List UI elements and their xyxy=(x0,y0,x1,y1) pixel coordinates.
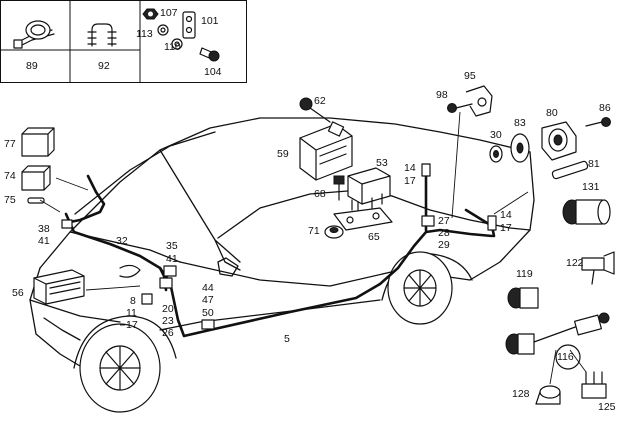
front-wheel-icon xyxy=(79,323,161,413)
label-35: 35 xyxy=(166,240,178,252)
label-38: 38 xyxy=(38,223,50,235)
label-95: 95 xyxy=(464,70,476,82)
label-86: 86 xyxy=(599,102,611,114)
label-80: 80 xyxy=(546,107,558,119)
relay-icon xyxy=(21,127,55,157)
label-92: 92 xyxy=(98,60,110,72)
label-68: 68 xyxy=(314,188,326,200)
label-110: 110 xyxy=(164,41,181,53)
label-71: 71 xyxy=(308,225,320,237)
connector-35 xyxy=(163,265,177,277)
connector-14b xyxy=(487,215,497,231)
label-23: 23 xyxy=(162,315,174,327)
nut-icon xyxy=(324,225,344,239)
label-26: 26 xyxy=(162,327,174,339)
label-125: 125 xyxy=(598,401,616,413)
label-29: 29 xyxy=(438,239,450,251)
label-17c: 17 xyxy=(126,319,138,331)
label-83: 83 xyxy=(514,117,526,129)
label-98: 98 xyxy=(436,89,448,101)
label-131: 131 xyxy=(582,181,600,193)
label-62: 62 xyxy=(314,95,326,107)
label-59: 59 xyxy=(277,148,289,160)
label-17b: 17 xyxy=(500,222,512,234)
connector-8 xyxy=(141,293,153,305)
plug-assembly-icon xyxy=(505,312,610,355)
screw-icon-2 xyxy=(585,117,611,127)
label-119: 119 xyxy=(516,268,533,280)
label-14b: 14 xyxy=(500,209,512,221)
label-5: 5 xyxy=(284,333,290,345)
screw-icon xyxy=(447,103,473,113)
label-27: 27 xyxy=(438,215,450,227)
part-number-labels: 95 98 62 86 80 83 30 81 77 59 53 74 14 1… xyxy=(4,70,616,413)
label-107: 107 xyxy=(160,7,178,19)
label-17a: 17 xyxy=(404,175,416,187)
label-77: 77 xyxy=(4,138,16,150)
label-50: 50 xyxy=(202,307,214,319)
fastener-set-icon xyxy=(142,8,220,62)
label-44: 44 xyxy=(202,282,214,294)
label-28: 28 xyxy=(438,227,450,239)
fuse-icon xyxy=(27,197,45,204)
label-81: 81 xyxy=(588,158,600,170)
flange-icon xyxy=(510,133,530,163)
label-74: 74 xyxy=(4,170,16,182)
connector-38 xyxy=(61,219,73,229)
relay-box-icon xyxy=(347,167,391,213)
grommet-icon xyxy=(489,145,503,163)
label-8: 8 xyxy=(130,295,136,307)
connector-50 xyxy=(201,319,215,330)
hose-clamp-icon xyxy=(535,385,561,405)
label-104: 104 xyxy=(204,66,222,78)
label-30: 30 xyxy=(490,129,502,141)
label-14a: 14 xyxy=(404,162,416,174)
bolt-icon xyxy=(333,175,345,201)
bracket-plate-icon xyxy=(333,207,393,231)
wire-clip-icon xyxy=(87,23,117,47)
label-128: 128 xyxy=(512,388,530,400)
label-101: 101 xyxy=(201,15,219,27)
label-65: 65 xyxy=(368,231,380,243)
leader-lines xyxy=(39,111,587,385)
label-32: 32 xyxy=(116,235,128,247)
label-113: 113 xyxy=(136,28,153,40)
retaining-clip-icon xyxy=(581,371,607,399)
temperature-sensor-icon xyxy=(581,251,615,285)
label-75: 75 xyxy=(4,194,16,206)
sensor-icon xyxy=(299,97,345,137)
cable-tie-clip-icon xyxy=(13,20,55,49)
alarm-siren-icon xyxy=(299,123,353,181)
cable-clamp-icon xyxy=(465,85,493,117)
connector-27 xyxy=(421,215,435,227)
label-47: 47 xyxy=(202,294,214,306)
label-11: 11 xyxy=(126,307,137,319)
label-20: 20 xyxy=(162,303,174,315)
label-116: 116 xyxy=(557,351,574,363)
connector-14a xyxy=(421,163,431,177)
rear-wheel-icon xyxy=(387,251,453,325)
round-connector-icon xyxy=(507,287,539,309)
label-53: 53 xyxy=(376,157,388,169)
relay-small-icon xyxy=(21,165,51,191)
connector-44 xyxy=(159,277,173,289)
label-41b: 41 xyxy=(166,253,178,265)
control-module-icon xyxy=(33,269,85,305)
lamp-socket-icon xyxy=(541,121,577,161)
label-122: 122 xyxy=(566,257,584,269)
label-89: 89 xyxy=(26,60,38,72)
label-56: 56 xyxy=(12,287,24,299)
label-41a: 41 xyxy=(38,235,50,247)
bulb-icon xyxy=(551,160,589,180)
parts-inset-box: 89 92 107 101 113 110 104 xyxy=(0,0,247,83)
connector-plug-icon xyxy=(562,199,611,225)
